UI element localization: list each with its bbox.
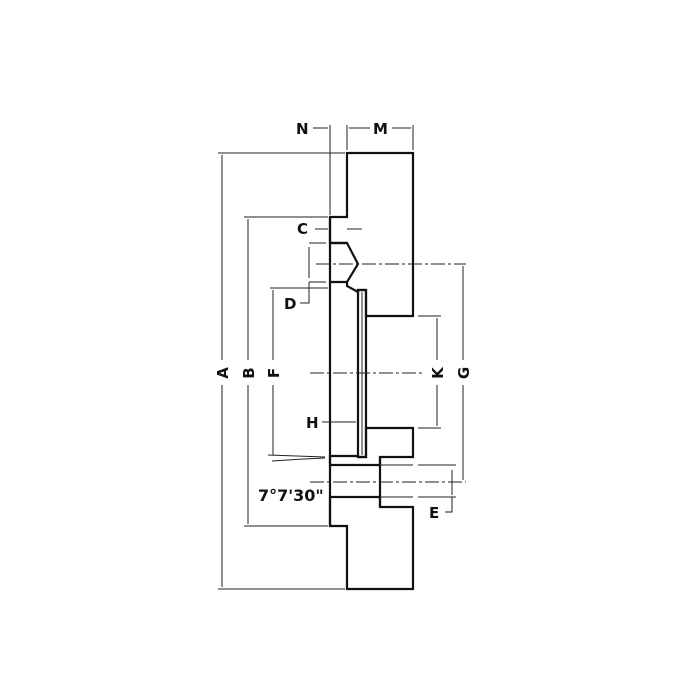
dimension-label-b: B — [240, 367, 258, 378]
dimension-label-m: M — [373, 120, 388, 138]
dimension-label-h: H — [306, 414, 319, 432]
dimension-label-a: A — [214, 367, 232, 379]
dimension-label-f: F — [265, 368, 283, 378]
dimension-label-g: G — [455, 367, 473, 379]
dimension-label-d: D — [284, 295, 296, 313]
dimension-label-k: K — [429, 366, 447, 379]
dimension-label-n: N — [296, 120, 309, 138]
dimension-label-e: E — [429, 504, 439, 522]
part-outline — [328, 217, 413, 526]
angle-label: 7°7'30" — [258, 486, 324, 505]
dimension-label-c: C — [297, 220, 308, 238]
section-lower — [328, 426, 415, 591]
dimension-lines — [218, 125, 464, 590]
section-upper — [328, 151, 415, 318]
